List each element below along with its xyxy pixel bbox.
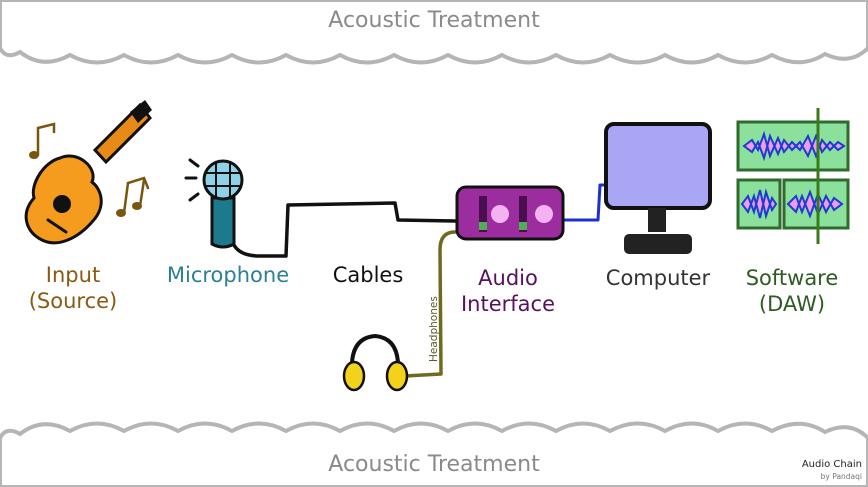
credit-title: Audio Chain — [801, 459, 862, 470]
acoustic-treatment-bottom-label: Acoustic Treatment — [328, 452, 540, 477]
bottom-cloud-border — [0, 421, 868, 487]
stage-computer-label: Computer — [598, 265, 718, 291]
credit-subtitle: by Pandaqi — [820, 472, 862, 481]
stage-cables-line1: Cables — [332, 263, 404, 287]
stage-cables-label: Cables — [318, 262, 418, 288]
computer-cable — [563, 183, 612, 222]
acoustic-treatment-top-label: Acoustic Treatment — [328, 8, 540, 33]
headphones-cable — [403, 230, 457, 378]
music-note-icon — [116, 176, 150, 217]
stage-input-line2: (Source) — [28, 289, 118, 313]
stage-input-label: Input (Source) — [18, 262, 128, 314]
stage-computer-line1: Computer — [605, 266, 711, 290]
stage-input-line1: Input — [45, 263, 101, 287]
stage-software-line1: Software — [745, 266, 839, 290]
stage-software-line2: (DAW) — [758, 292, 826, 316]
stage-audio-interface-line2: Interface — [460, 292, 556, 316]
stage-audio-interface-line1: Audio — [478, 266, 538, 290]
stage-audio-interface-label: Audio Interface — [448, 265, 568, 317]
microphone-cable — [230, 201, 457, 258]
guitar-icon — [24, 100, 152, 245]
waveform-icon — [736, 108, 850, 244]
audio-interface-icon — [455, 185, 565, 241]
microphone-icon — [184, 158, 244, 249]
music-note-icon — [29, 122, 56, 159]
headphones-icon — [342, 333, 409, 392]
stage-microphone-line1: Microphone — [166, 263, 290, 287]
monitor-icon — [604, 122, 712, 254]
top-cloud-border — [0, 0, 868, 65]
headphones-label: Headphones — [428, 296, 440, 362]
stage-software-label: Software (DAW) — [732, 265, 852, 317]
stage-microphone-label: Microphone — [158, 262, 298, 288]
